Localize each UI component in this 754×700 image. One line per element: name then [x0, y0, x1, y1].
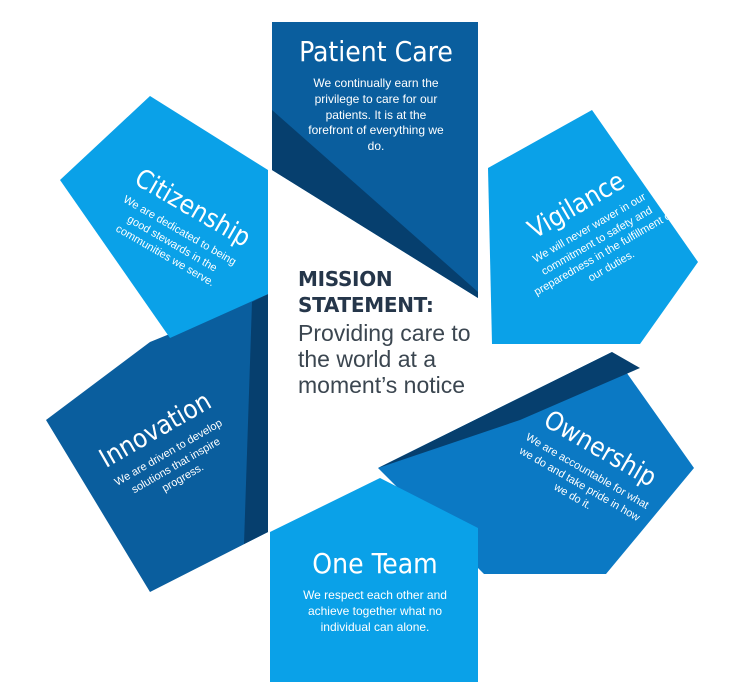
value-title: Patient Care [299, 35, 453, 68]
ownership-shade [378, 352, 640, 468]
value-description: We respect each other and achieve togeth… [303, 588, 447, 634]
citizenship-shape [60, 96, 268, 338]
innovation-shade [244, 294, 268, 544]
value-one-team: One Team We respect each other and achie… [272, 548, 478, 635]
value-description: We continually earn the privilege to car… [308, 76, 444, 154]
one-team-shape [270, 478, 478, 682]
patient-care-shape [272, 22, 478, 298]
innovation-shape [46, 294, 268, 592]
value-title: One Team [312, 547, 438, 580]
mission-statement: MISSION STATEMENT: Providing care to the… [298, 266, 498, 398]
mission-heading: MISSION STATEMENT: [298, 267, 434, 317]
value-patient-care: Patient Care We continually earn the pri… [276, 36, 476, 155]
mission-text: Providing care to the world at a moment’… [298, 320, 471, 398]
patient-care-shade [272, 110, 478, 298]
vigilance-shape [488, 110, 698, 344]
